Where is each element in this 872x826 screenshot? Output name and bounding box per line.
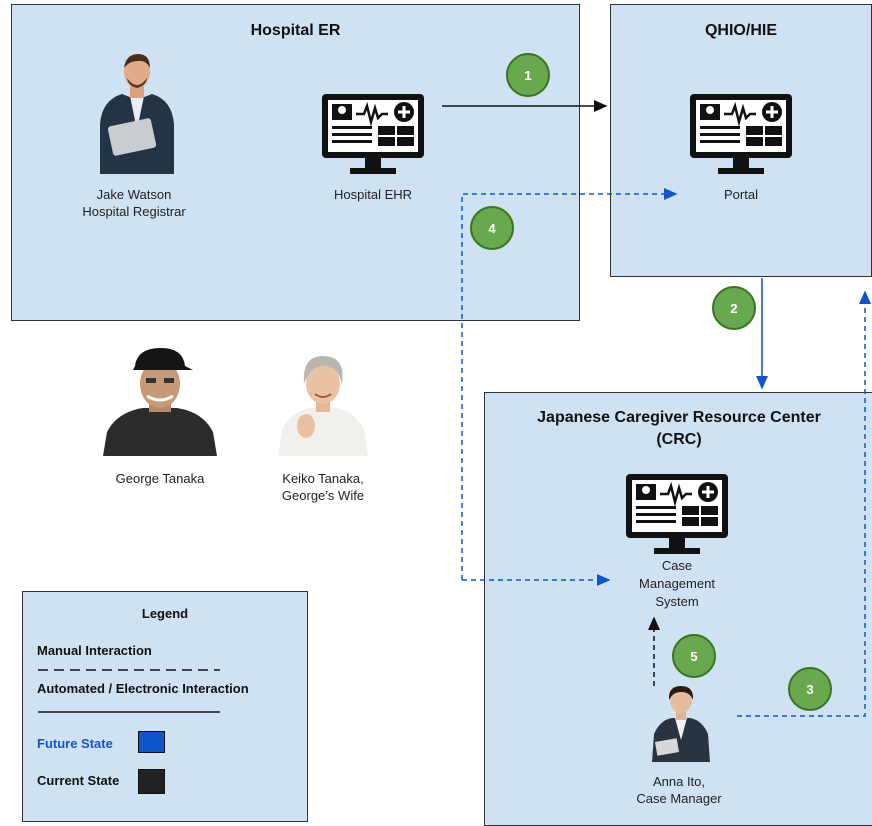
portal-label: Portal [724, 187, 758, 202]
george-person-icon [103, 348, 217, 456]
hospital-er-title: Hospital ER [250, 22, 341, 39]
crc-title-line2: (CRC) [656, 431, 702, 448]
hospital-ehr-label: Hospital EHR [333, 187, 413, 202]
qhio-title: QHIO/HIE [704, 22, 777, 39]
legend-current-swatch [138, 769, 165, 794]
keiko-person-icon [278, 356, 368, 456]
case-system-line3: System [655, 594, 699, 609]
legend-current-label: Current State [37, 773, 120, 788]
crc-title-line1: Japanese Caregiver Resource Center [537, 409, 821, 426]
legend-title: Legend [141, 606, 189, 621]
legend-future-swatch [138, 731, 165, 753]
case-system-monitor-icon [626, 474, 728, 554]
step-badge-4: 4 [470, 206, 514, 250]
registrar-role: Hospital Registrar [82, 204, 186, 219]
portal-monitor-icon [690, 94, 792, 174]
hospital-ehr-monitor-icon [322, 94, 424, 174]
qhio-box: QHIO/HIE [610, 4, 872, 277]
connector-manager-to-portal [737, 290, 871, 717]
keiko-name-line1: Keiko Tanaka, [282, 471, 364, 486]
legend-box [22, 591, 308, 822]
step-badge-5: 5 [672, 634, 716, 678]
case-manager-role: Case Manager [636, 791, 722, 806]
legend-future-label: Future State [37, 736, 113, 751]
case-system-line1: Case [661, 558, 693, 573]
step-badge-1: 1 [506, 53, 550, 97]
connector-portal-to-case-system-a [461, 188, 678, 580]
case-manager-person-icon [652, 686, 710, 762]
legend-manual-label: Manual Interaction [37, 643, 152, 658]
registrar-name: Jake Watson [96, 187, 172, 202]
george-name: George Tanaka [115, 471, 205, 486]
step-badge-2: 2 [712, 286, 756, 330]
registrar-person-icon [100, 54, 174, 174]
case-system-line2: Management [639, 576, 715, 591]
keiko-name-line2: George’s Wife [281, 488, 365, 503]
legend-automated-label: Automated / Electronic Interaction [37, 681, 249, 696]
case-manager-name: Anna Ito, [652, 774, 706, 789]
step-badge-3: 3 [788, 667, 832, 711]
